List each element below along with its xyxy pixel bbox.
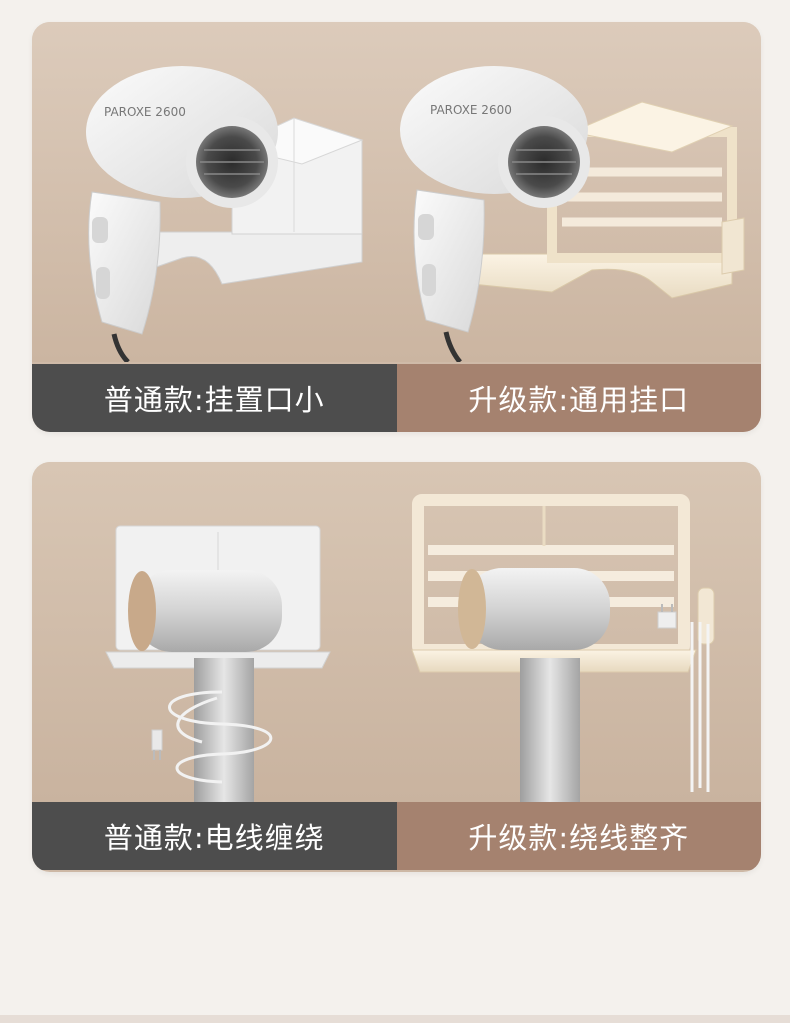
white-dryer-right: PAROXE 2600: [400, 66, 590, 362]
regular-caption: 普通款:挂置口小: [32, 364, 397, 432]
white-dryer-left: PAROXE 2600: [86, 66, 278, 362]
comparison-card-cord-storage: 普通款:电线缠绕 升级款:绕线整齐: [32, 462, 761, 872]
upgrade-caption: 升级款:通用挂口: [396, 364, 761, 432]
caption-bar: 普通款:挂置口小 升级款:通用挂口: [32, 364, 761, 432]
upgrade-holder: [471, 101, 745, 299]
dryer-brand-right: PAROXE 2600: [430, 103, 512, 117]
mount-opening-scene: PAROXE 2600 PAROXE 2600: [32, 22, 761, 362]
regular-caption: 普通款:电线缠绕: [32, 802, 397, 870]
page-bottom-bar: [0, 1015, 790, 1023]
cord-storage-scene: [32, 462, 761, 802]
upgrade-caption: 升级款:绕线整齐: [396, 802, 761, 870]
comparison-card-mount-opening: PAROXE 2600 PAROXE 2600: [32, 22, 761, 432]
caption-bar: 普通款:电线缠绕 升级款:绕线整齐: [32, 802, 761, 870]
dryer-brand-left: PAROXE 2600: [104, 105, 186, 119]
silver-dryer-left: [128, 570, 282, 802]
silver-dryer-right: [458, 568, 710, 802]
